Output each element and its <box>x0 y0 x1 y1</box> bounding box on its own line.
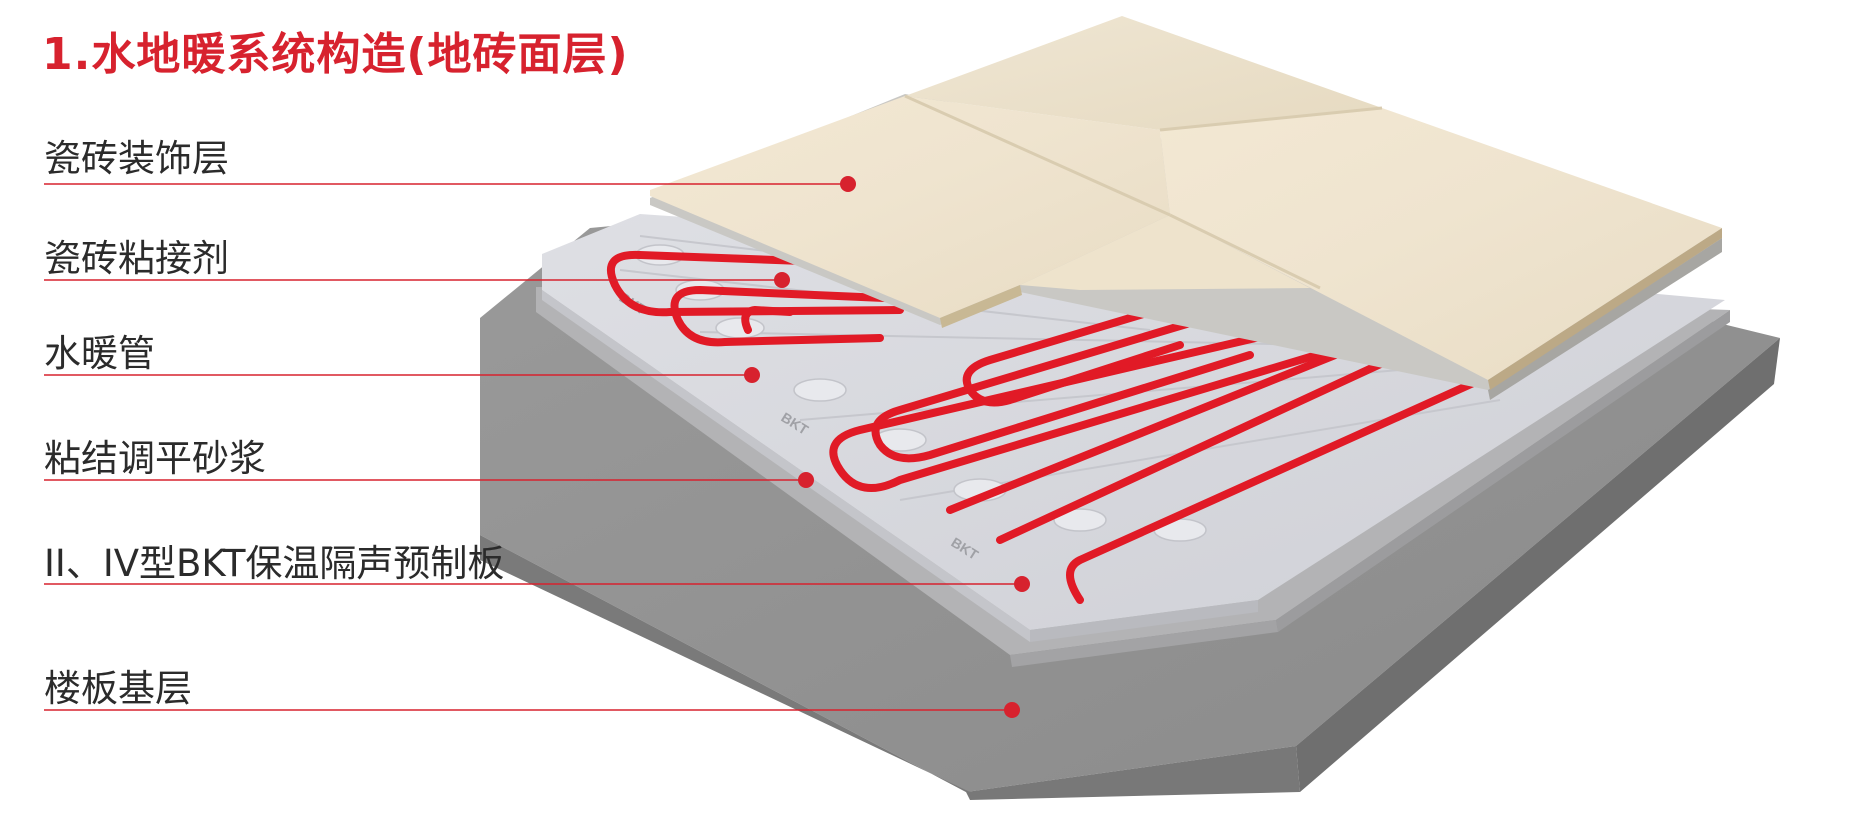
layer-label-tile-adhesive: 瓷砖粘接剂 <box>44 237 229 280</box>
leader-dot-slab <box>1004 702 1020 718</box>
layer-label-leveling-mortar: 粘结调平砂浆 <box>44 437 266 480</box>
leader-dot-board <box>1014 576 1030 592</box>
tile-right <box>1160 108 1722 380</box>
diagram-title: 1.水地暖系统构造(地砖面层) <box>42 29 629 80</box>
heating-pipe-loop-2 <box>871 316 1254 463</box>
layer-label-floor-slab: 楼板基层 <box>44 667 192 710</box>
ceramic-tile-layer <box>650 16 1722 390</box>
tile-top <box>905 16 1382 130</box>
layer-label-heating-pipe: 水暖管 <box>44 332 155 375</box>
heating-pipe-upper-loop-2 <box>670 286 934 347</box>
heating-pipe-upper-loop-1 <box>606 250 914 317</box>
layer-label-insulation-board: II、IV型BKT保温隔声预制板 <box>44 542 505 585</box>
leader-dot-mortar <box>798 472 814 488</box>
leader-lines <box>44 183 1022 711</box>
leader-dot-tile <box>840 176 856 192</box>
heating-pipe-run-1 <box>1066 376 1484 604</box>
layer-label-tile-decoration: 瓷砖装饰层 <box>44 137 229 180</box>
heating-pipe-upper-loop-3 <box>741 306 794 334</box>
heating-pipe-loop-1 <box>829 326 1354 492</box>
heating-pipe-run-3 <box>946 341 1364 514</box>
leader-dots <box>744 176 1030 718</box>
leader-dot-pipe <box>744 367 760 383</box>
heating-pipe-run-2 <box>996 351 1404 544</box>
leader-dot-adhesive <box>774 272 790 288</box>
tile-left <box>650 96 1170 318</box>
heating-pipe-layer <box>606 250 1484 604</box>
heating-pipe-loop-3 <box>962 308 1184 407</box>
tile-front <box>1020 215 1310 290</box>
